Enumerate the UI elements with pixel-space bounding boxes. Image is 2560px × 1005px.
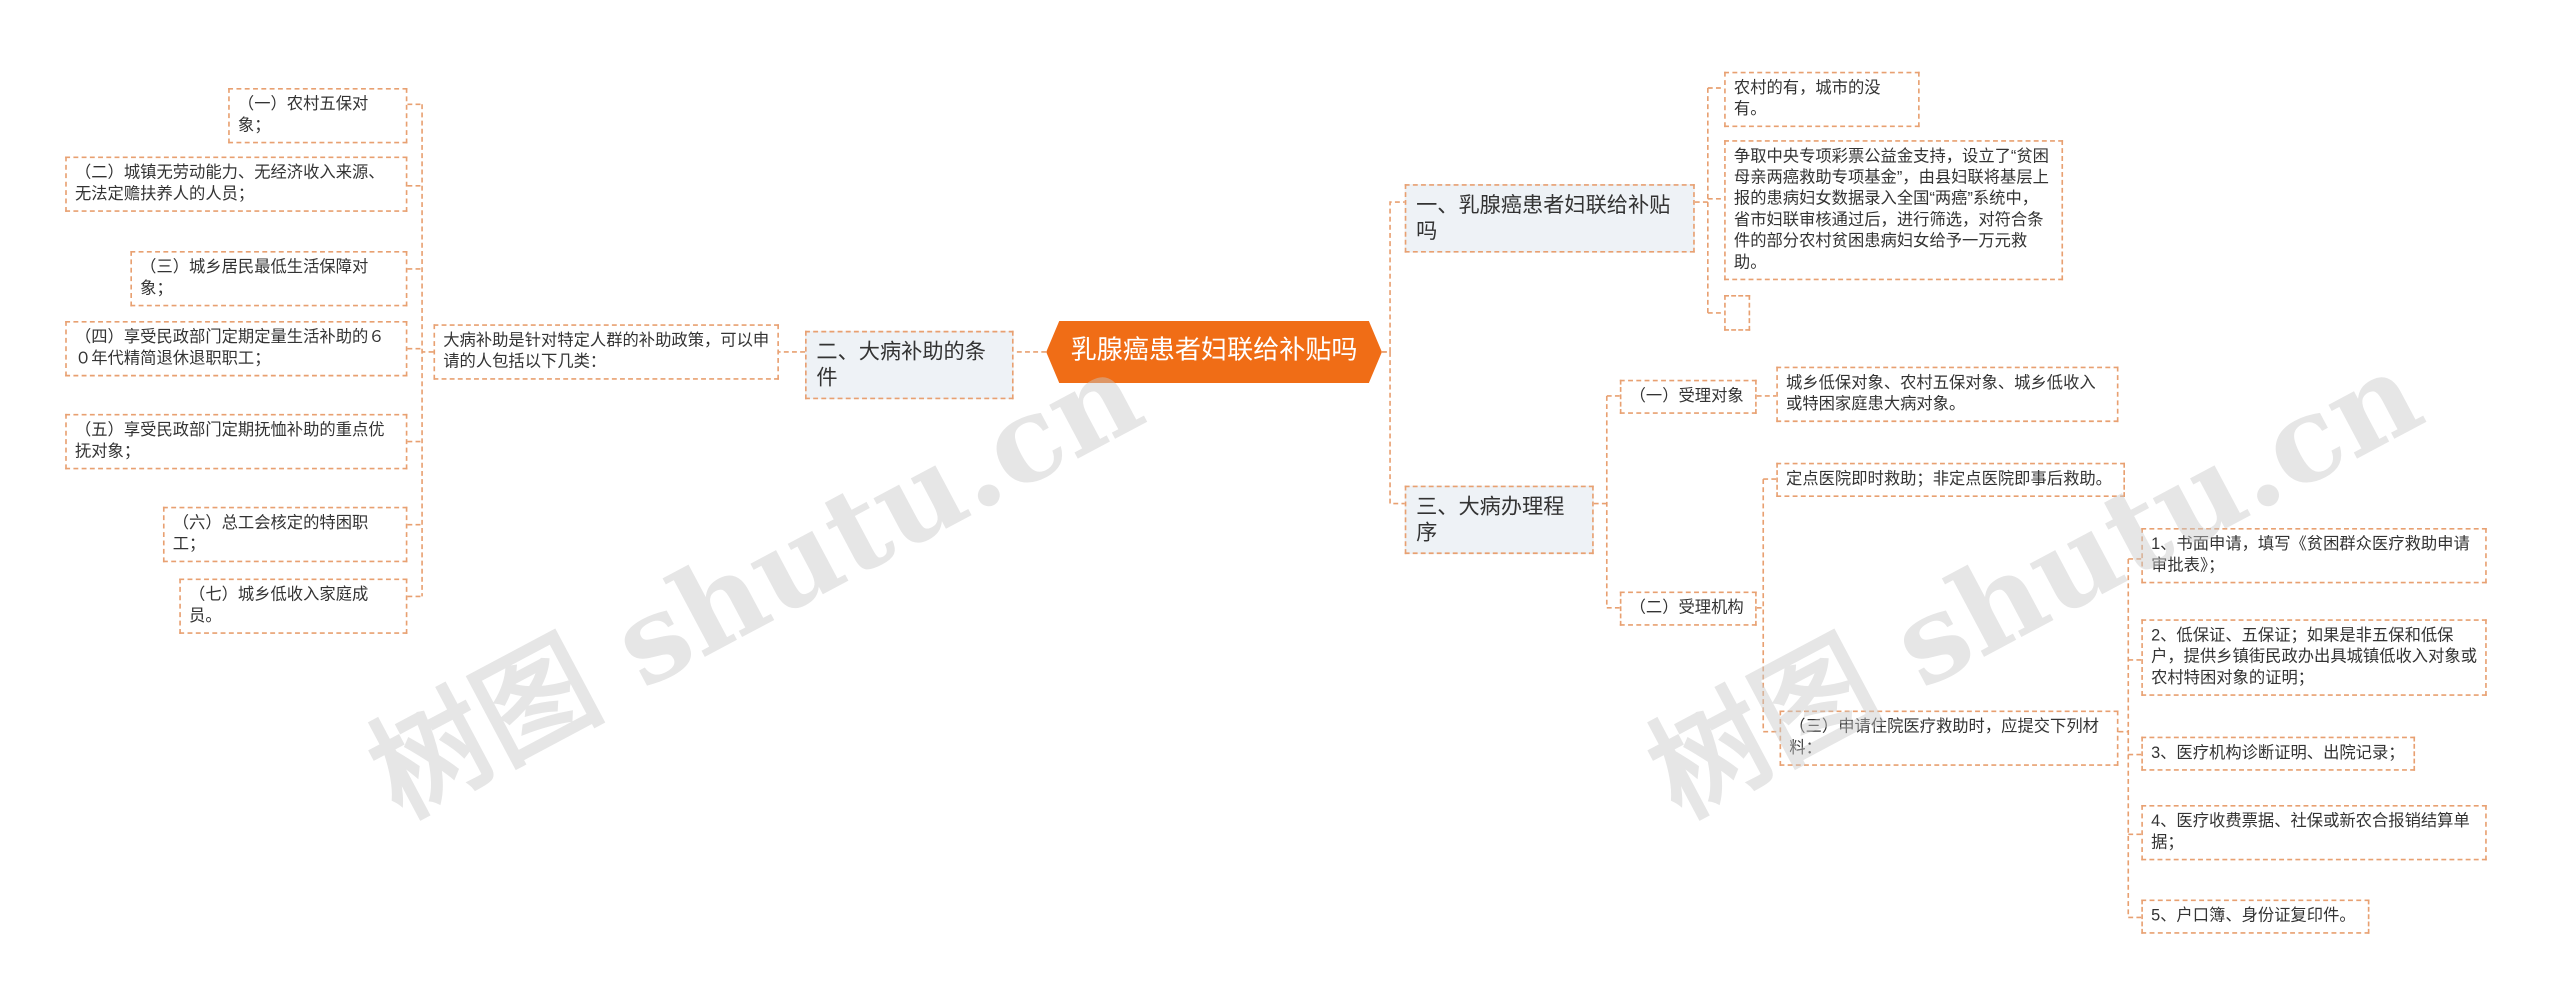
material-item-1[interactable]: 1、书面申请，填写《贫困群众医疗救助申请审批表》； [2141,527,2487,584]
item-text: 争取中央专项彩票公益金支持，设立了“贫困母亲两癌救助专项基金”，由县妇联将基层上… [1733,148,2049,273]
condition-item-7[interactable]: （七）城乡低收入家庭成员。 [179,578,408,634]
item-text: （七）城乡低收入家庭成员。 [189,586,369,626]
branch-1-item-1[interactable]: 农村的有，城市的没有。 [1724,71,1920,128]
item-text: 农村的有，城市的没有。 [1733,79,1881,119]
branch-2-intro[interactable]: 大病补助是针对特定人群的补助政策，可以申请的人包括以下几类： [433,324,779,380]
item-text: 1、书面申请，填写《贫困群众医疗救助申请审批表》； [2151,536,2470,576]
sub-label: （三）申请住院医疗救助时，应提交下列材料： [1789,718,2099,758]
root-hexagon-shape [1046,321,1382,383]
material-item-5[interactable]: 5、户口簿、身份证复印件。 [2141,899,2370,934]
branch-2-topic[interactable]: 二、大病补助的条件 [805,330,1014,400]
root-label: 乳腺癌患者妇联给补贴吗 [1070,337,1358,366]
item-text: （五）享受民政部门定期抚恤补助的重点优抚对象； [74,422,385,462]
item-text: （六）总工会核定的特困职工； [172,514,369,555]
material-item-4[interactable]: 4、医疗收费票据、社保或新农合报销结算单据； [2141,805,2487,861]
branch-1-label: 一、乳腺癌患者妇联给补贴吗 [1416,192,1671,243]
condition-item-3[interactable]: （三）城乡居民最低生活保障对象； [130,250,408,307]
branch-1-item-3-empty[interactable] [1724,294,1751,331]
branch-1-item-2[interactable]: 争取中央专项彩票公益金支持，设立了“贫困母亲两癌救助专项基金”，由县妇联将基层上… [1724,140,2064,281]
condition-item-2[interactable]: （二）城镇无劳动能力、无经济收入来源、无法定赡扶养人的人员； [65,156,408,212]
item-text: 4、医疗收费票据、社保或新农合报销结算单据； [2151,813,2470,853]
branch-3-sub-2[interactable]: （二）受理机构 [1619,591,1757,626]
condition-item-6[interactable]: （六）总工会核定的特困职工； [162,506,408,563]
item-text: （三）城乡居民最低生活保障对象； [140,259,369,299]
branch-3-topic[interactable]: 三、大病办理程序 [1404,485,1594,555]
sub-label: （一）受理对象 [1629,387,1744,406]
sub-text: 定点医院即时救助；非定点医院即事后救助。 [1786,470,2112,489]
condition-item-1[interactable]: （一）农村五保对象； [228,87,408,144]
material-item-2[interactable]: 2、低保证、五保证；如果是非五保和低保户，提供乡镇街民政办出具城镇低收入对象或农… [2141,619,2487,696]
condition-item-4[interactable]: （四）享受民政部门定期定量生活补助的６０年代精简退休退职职工； [65,321,408,377]
item-text: 3、医疗机构诊断证明、出院记录； [2151,744,2405,763]
branch-3-sub-1-text[interactable]: 城乡低保对象、农村五保对象、城乡低收入或特困家庭患大病对象。 [1776,366,2119,423]
item-text: （二）城镇无劳动能力、无经济收入来源、无法定赡扶养人的人员； [74,164,385,204]
item-text: （四）享受民政部门定期定量生活补助的６０年代精简退休退职职工； [74,329,385,369]
intro-text: 大病补助是针对特定人群的补助政策，可以申请的人包括以下几类： [443,332,770,372]
item-text: 5、户口簿、身份证复印件。 [2151,907,2356,926]
branch-1-topic[interactable]: 一、乳腺癌患者妇联给补贴吗 [1404,184,1695,253]
branch-3-sub-1[interactable]: （一）受理对象 [1619,379,1757,414]
branch-3-sub-2-text[interactable]: 定点医院即时救助；非定点医院即事后救助。 [1776,462,2125,498]
sub-text: 城乡低保对象、农村五保对象、城乡低收入或特困家庭患大病对象。 [1786,374,2096,414]
condition-item-5[interactable]: （五）享受民政部门定期抚恤补助的重点优抚对象； [65,413,408,470]
branch-3-label: 三、大病办理程序 [1416,493,1565,545]
root-topic[interactable]: 乳腺癌患者妇联给补贴吗 [1046,321,1382,383]
item-text: （一）农村五保对象； [237,96,369,136]
branch-3-sub-3[interactable]: （三）申请住院医疗救助时，应提交下列材料： [1779,710,2119,766]
item-text: 2、低保证、五保证；如果是非五保和低保户，提供乡镇街民政办出具城镇低收入对象或农… [2151,627,2477,688]
branch-2-label: 二、大病补助的条件 [816,338,986,390]
material-item-3[interactable]: 3、医疗机构诊断证明、出院记录； [2141,736,2416,771]
sub-label: （二）受理机构 [1629,599,1744,618]
